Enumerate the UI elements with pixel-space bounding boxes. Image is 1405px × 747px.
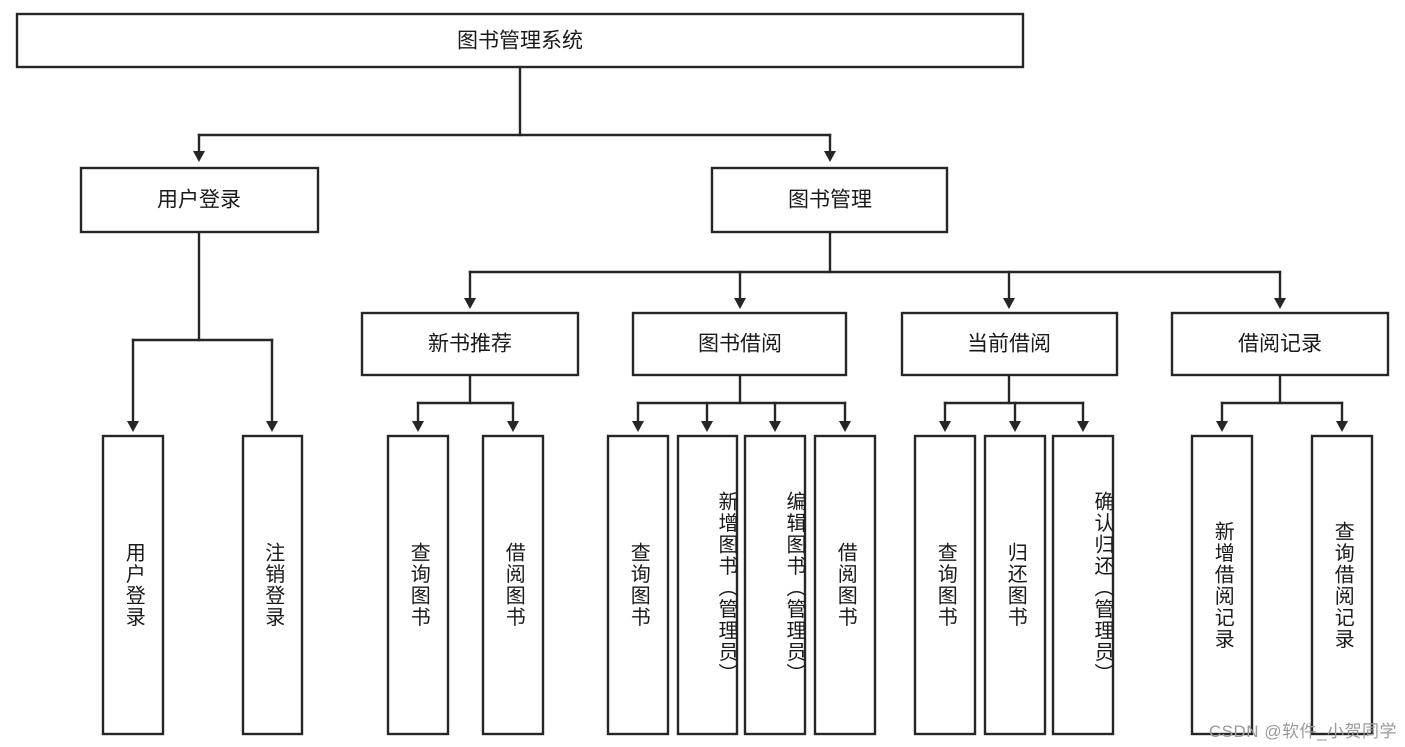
node-user-login[interactable]: 用户登录 <box>79 166 320 234</box>
node-current-borrow-box[interactable] <box>900 311 1119 377</box>
connector-group-book-management <box>464 230 1286 309</box>
node-new-book-recommend[interactable]: 新书推荐 <box>360 311 580 377</box>
connector-group-borrow-record <box>1216 373 1348 432</box>
node-root[interactable]: 图书管理系统 <box>15 12 1025 69</box>
node-leaf-edit-book-box[interactable] <box>743 434 807 736</box>
node-leaf-borrow-book-2-box[interactable] <box>813 434 877 736</box>
node-leaf-borrow-book-1-box[interactable] <box>481 434 545 736</box>
node-borrow-record-box[interactable] <box>1170 311 1390 377</box>
node-leaf-add-record-box[interactable] <box>1190 434 1254 736</box>
node-new-book-recommend-label: 新书推荐 <box>428 333 512 356</box>
node-leaf-query-book-3-box[interactable] <box>913 434 977 736</box>
node-leaf-query-book-1-box[interactable] <box>386 434 450 736</box>
node-book-management-label: 图书管理 <box>788 189 872 212</box>
node-current-borrow[interactable]: 当前借阅 <box>900 311 1119 377</box>
connector-group-book-borrow <box>632 373 851 432</box>
node-root-box[interactable] <box>15 12 1025 69</box>
node-leaf-return-book-box[interactable] <box>983 434 1047 736</box>
node-book-management-box[interactable] <box>710 166 949 234</box>
connector-group-new-book-recommend <box>412 373 519 432</box>
connector-group-root <box>193 65 836 162</box>
connector-group-user-login <box>127 230 278 432</box>
node-user-login-box[interactable] <box>79 166 320 234</box>
node-root-label: 图书管理系统 <box>457 30 583 53</box>
node-book-borrow-box[interactable] <box>631 311 848 377</box>
connector-group-current-borrow <box>939 373 1089 432</box>
node-user-login-label: 用户登录 <box>157 189 241 212</box>
node-book-management[interactable]: 图书管理 <box>710 166 949 234</box>
node-leaf-user-login-box[interactable] <box>101 434 165 736</box>
node-borrow-record[interactable]: 借阅记录 <box>1170 311 1390 377</box>
node-new-book-recommend-box[interactable] <box>360 311 580 377</box>
node-leaf-query-record-box[interactable] <box>1310 434 1374 736</box>
node-leaf-confirm-return-box[interactable] <box>1051 434 1115 736</box>
node-leaf-logout-box[interactable] <box>241 434 304 736</box>
node-book-borrow[interactable]: 图书借阅 <box>631 311 848 377</box>
node-book-borrow-label: 图书借阅 <box>698 333 782 356</box>
node-borrow-record-label: 借阅记录 <box>1238 333 1322 356</box>
node-leaf-add-book-box[interactable] <box>676 434 739 736</box>
node-leaf-query-book-2-box[interactable] <box>606 434 670 736</box>
node-current-borrow-label: 当前借阅 <box>967 333 1051 356</box>
csdn-watermark: CSDN @软件_小贺同学 <box>1208 722 1397 741</box>
